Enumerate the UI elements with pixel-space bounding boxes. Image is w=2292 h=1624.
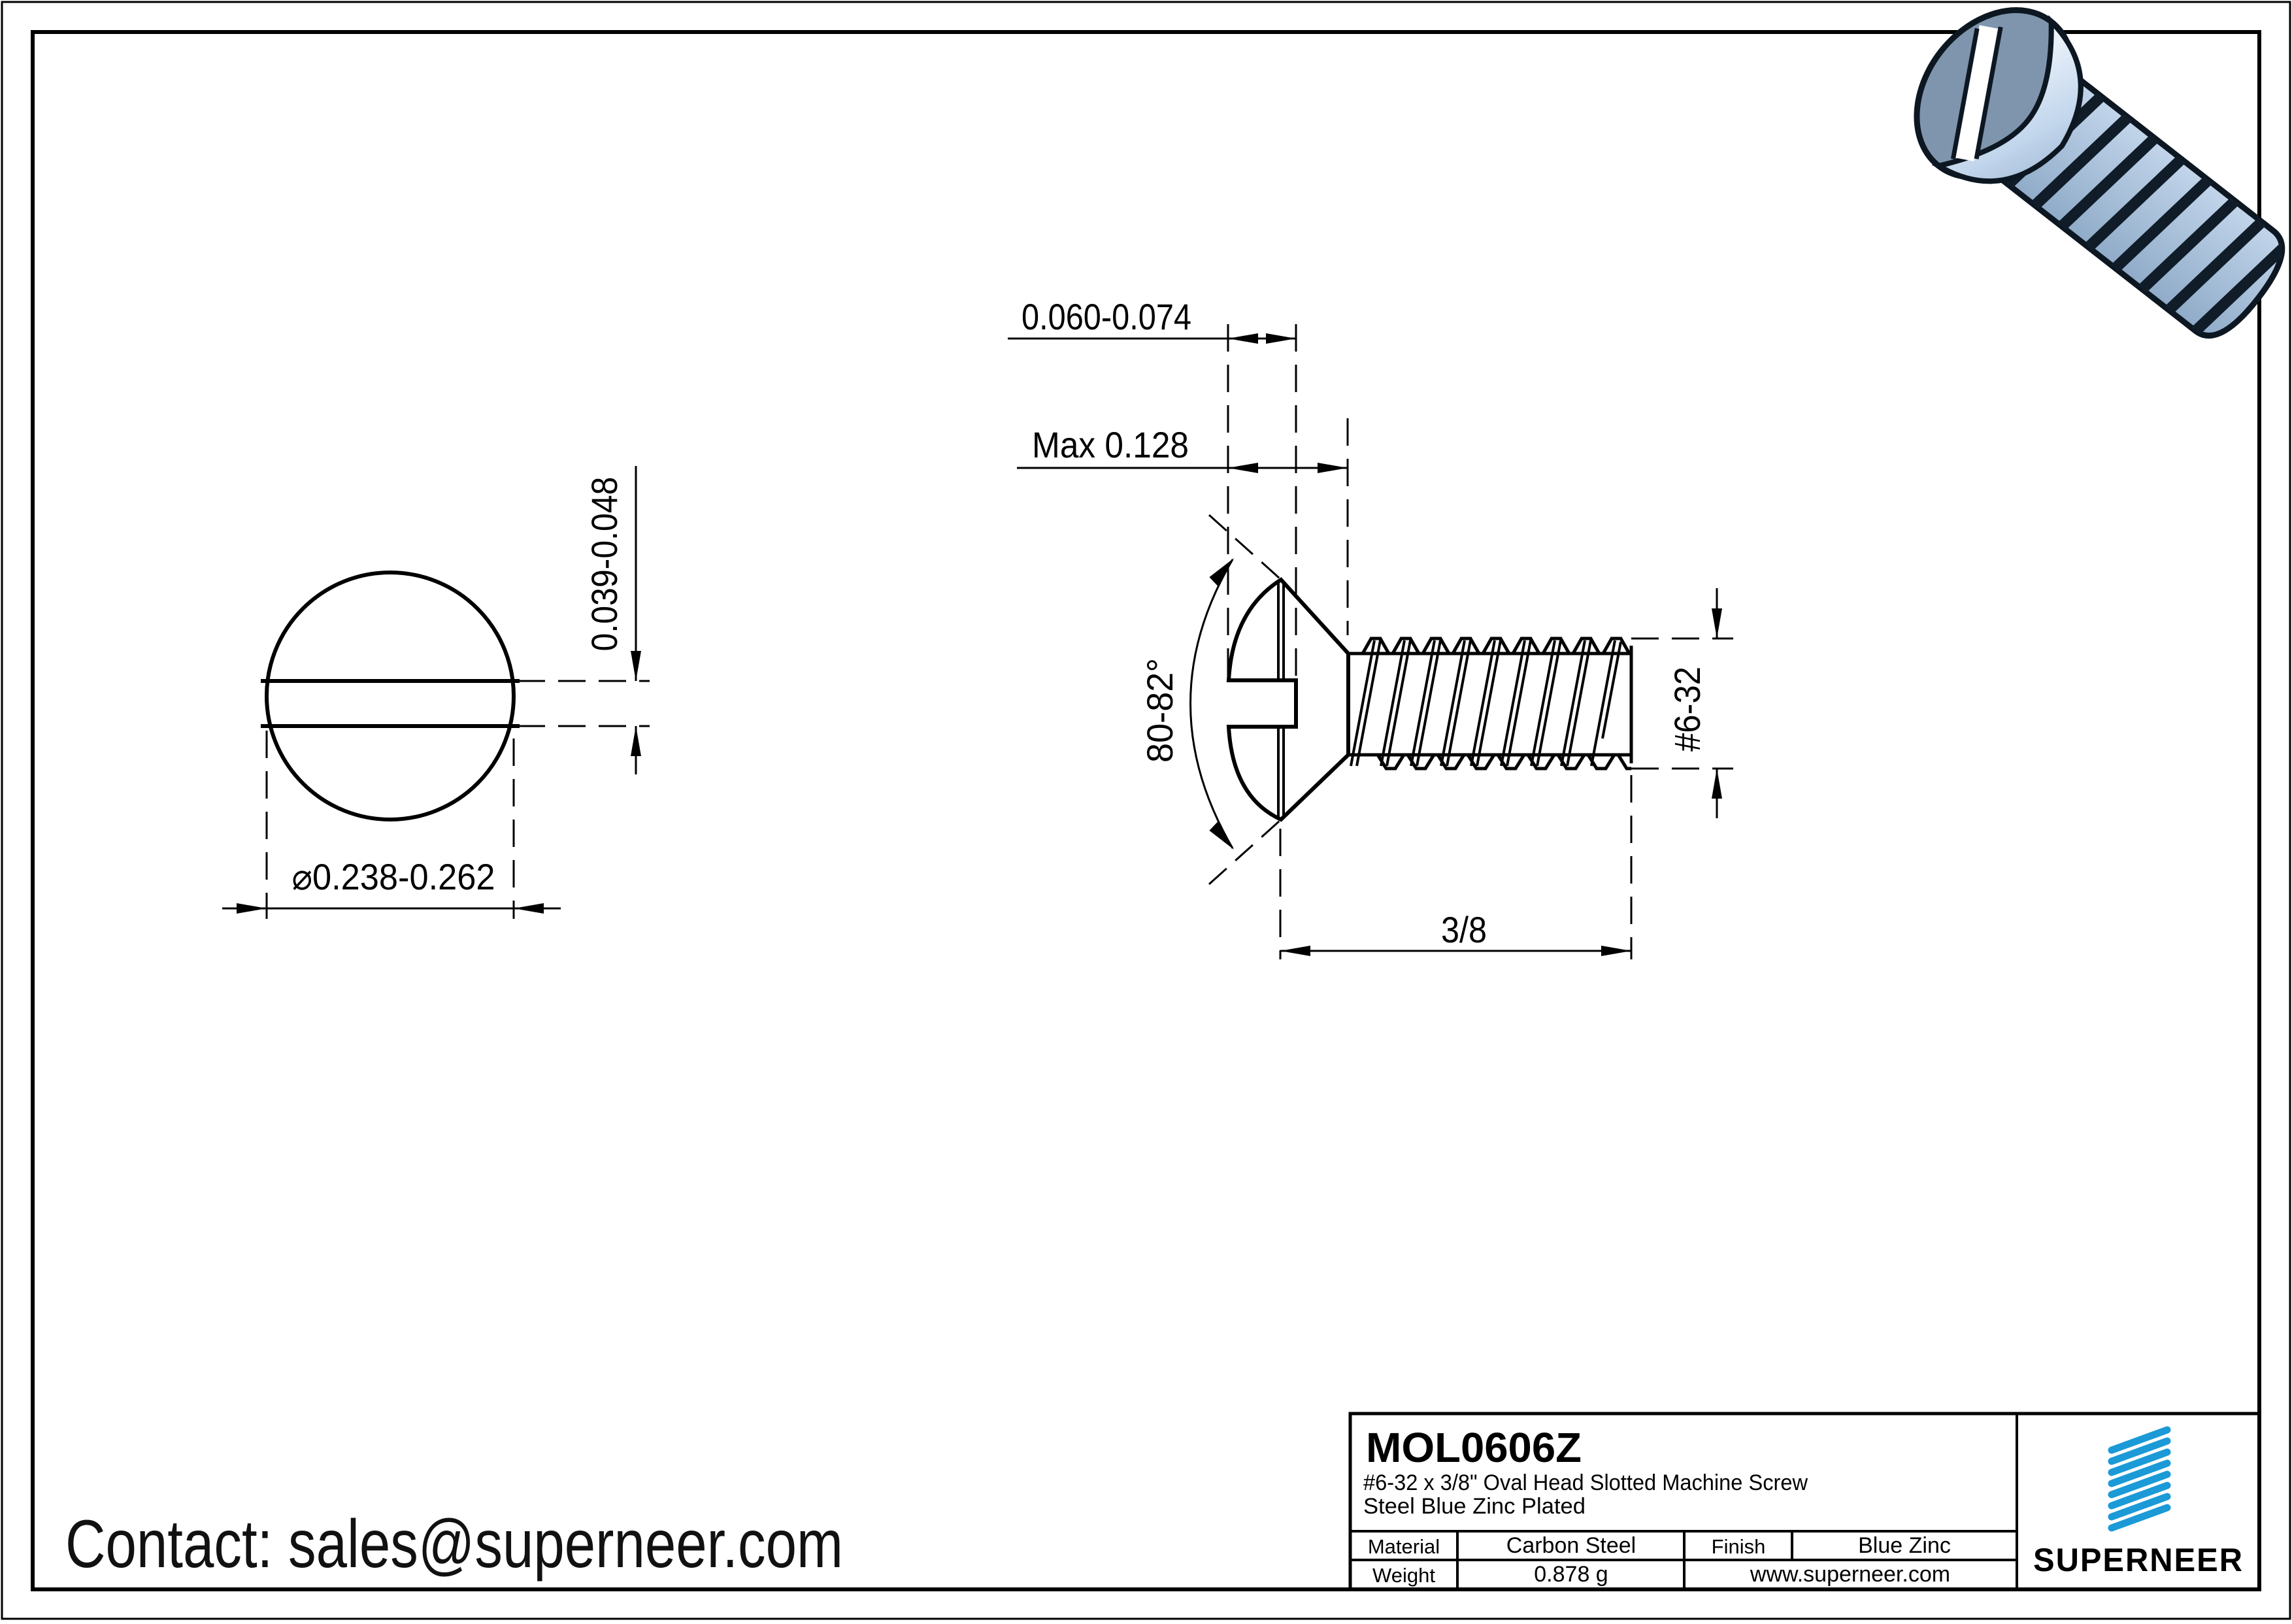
head-profile — [1226, 577, 1350, 822]
arrowhead-arc-bottom — [1209, 820, 1234, 850]
arrowhead-right — [237, 903, 267, 914]
arrowhead-left — [1228, 463, 1258, 473]
arrowhead-left — [1280, 946, 1310, 956]
render-slot-highlight — [1954, 25, 1999, 161]
title-block — [1348, 1412, 2261, 1591]
description-line2: Steel Blue Zinc Plated — [1363, 1494, 1586, 1519]
slot-width-label: 0.039-0.048 — [584, 477, 625, 652]
length-label: 3/8 — [1441, 909, 1487, 950]
arrowhead-down — [631, 651, 641, 681]
angle-arc — [1189, 559, 1234, 849]
contact-text[interactable]: Contact: sales@superneer.com — [65, 1506, 843, 1582]
part-number: MOL0606Z — [1366, 1424, 1582, 1471]
thread-teeth-top — [1361, 637, 1631, 655]
head-height-label: Max 0.128 — [1032, 424, 1189, 465]
finish-label: Finish — [1712, 1535, 1766, 1558]
description-line1: #6-32 x 3/8" Oval Head Slotted Machine S… — [1363, 1470, 1808, 1495]
brand-name: SUPERNEER — [2033, 1542, 2244, 1578]
flank-extension-line — [1208, 514, 1281, 580]
side-view — [1008, 324, 1733, 959]
render-head-dome — [1931, 15, 2084, 184]
arrowhead-up — [1712, 769, 1722, 799]
thread-teeth-bottom — [1376, 754, 1631, 771]
weight-label: Weight — [1372, 1564, 1435, 1587]
arrowhead-right — [1318, 463, 1348, 473]
arrowhead-right — [1601, 946, 1631, 956]
website-link[interactable]: www.superneer.com — [1750, 1562, 1950, 1587]
arrowhead-left — [514, 903, 544, 914]
head-diameter-label: ⌀0.238-0.262 — [292, 856, 495, 897]
thread-spec-label: #6-32 — [1667, 667, 1708, 752]
slot-depth-label: 0.060-0.074 — [1021, 296, 1191, 337]
render-slot-line — [1950, 27, 1980, 159]
finish-value: Blue Zinc — [1858, 1533, 1951, 1558]
arrowhead-arc-top — [1209, 558, 1234, 588]
arrowhead-left — [1228, 333, 1258, 344]
render-slot-line — [1974, 26, 2003, 159]
thread-helix-lines — [1350, 640, 1622, 767]
arrowhead-up — [631, 726, 641, 756]
brand-logo-stripes — [2108, 1426, 2171, 1532]
material-label: Material — [1368, 1535, 1440, 1558]
front-view — [222, 466, 650, 919]
title-block-outline — [1348, 1412, 2261, 1591]
arrowhead-right — [1266, 333, 1296, 344]
weight-value: 0.878 g — [1534, 1562, 1608, 1587]
material-value: Carbon Steel — [1506, 1533, 1636, 1558]
screw-3d-render — [1914, 7, 2292, 339]
arrowhead-down — [1712, 608, 1722, 638]
head-angle-label: 80-82° — [1139, 658, 1180, 763]
head-circle — [265, 571, 516, 821]
inner-border-frame — [31, 30, 2261, 1591]
flank-extension-line — [1208, 820, 1281, 886]
